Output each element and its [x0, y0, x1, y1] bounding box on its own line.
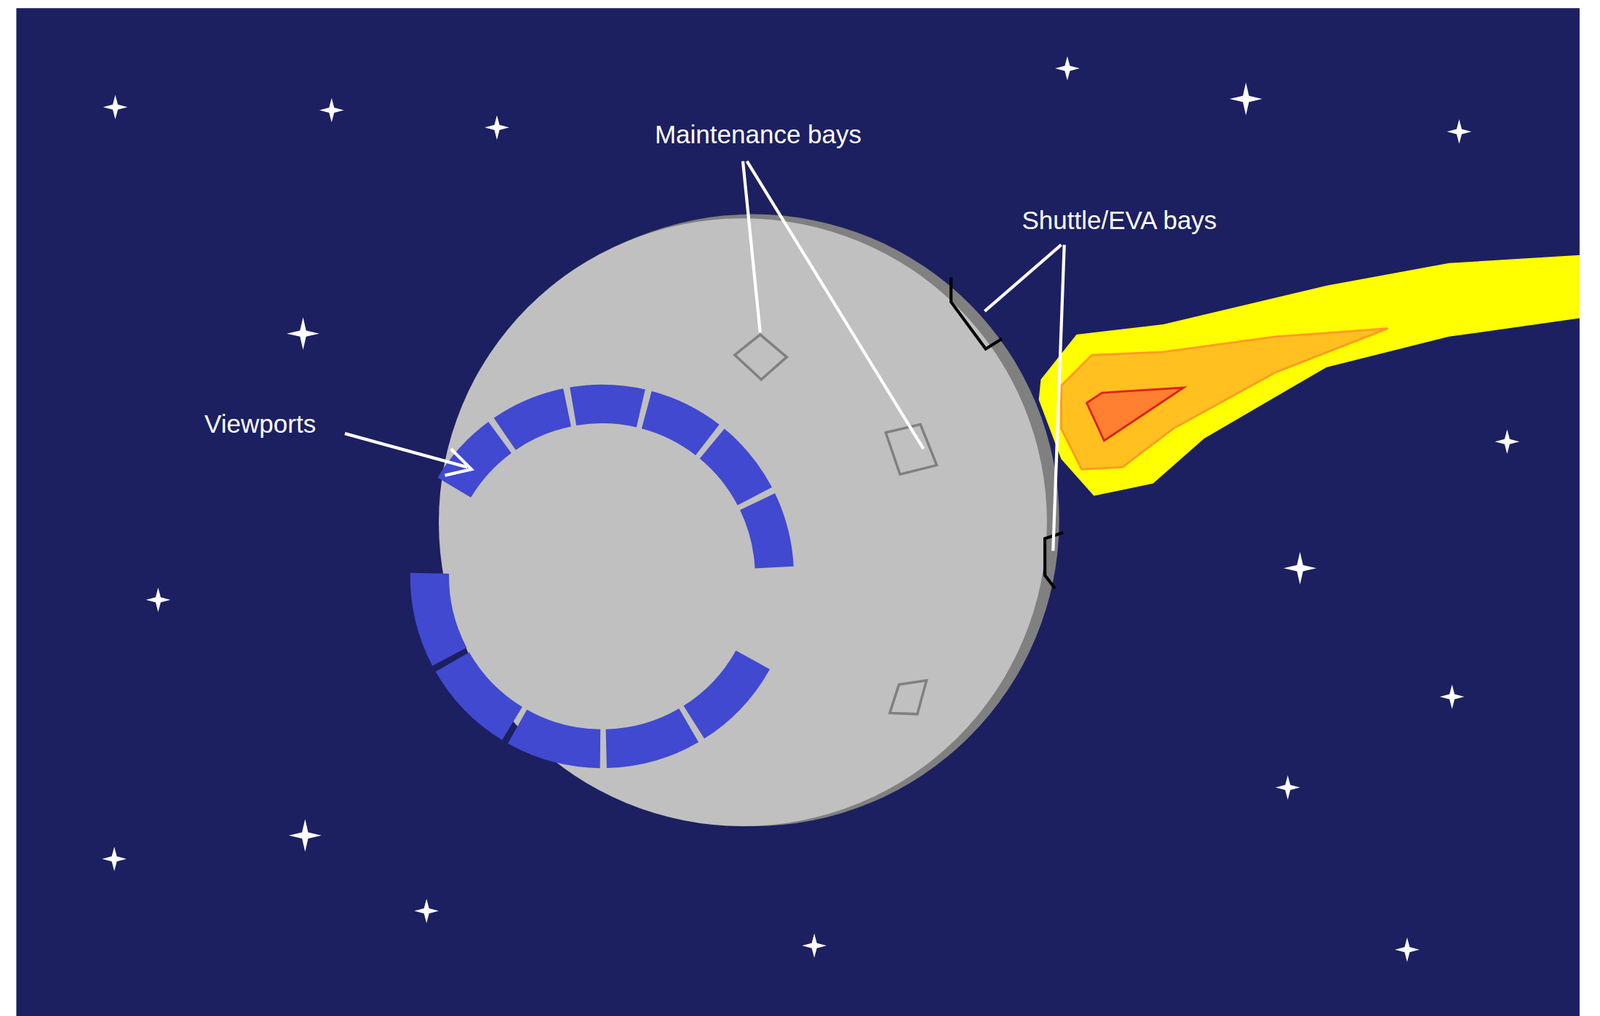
star — [1229, 82, 1263, 116]
viewport — [641, 391, 720, 456]
star — [414, 899, 439, 925]
maintenance-bay — [885, 424, 937, 475]
maintenance-bay — [734, 334, 788, 380]
callout-label: Shuttle/EVA bays — [1022, 205, 1218, 236]
star — [1275, 775, 1301, 801]
leader-line — [747, 161, 925, 450]
exhaust-inner — [1061, 328, 1389, 471]
star — [286, 317, 320, 350]
station-body — [438, 218, 1048, 827]
star — [288, 819, 322, 853]
viewport — [507, 710, 601, 769]
star — [1447, 119, 1472, 145]
leader-line — [742, 161, 761, 334]
shuttle-bay — [950, 277, 1002, 350]
star — [101, 846, 127, 872]
star — [1283, 552, 1317, 585]
exhaust-core — [1087, 387, 1184, 441]
maintenance-bay — [889, 681, 927, 715]
viewport — [683, 650, 771, 739]
star — [1394, 937, 1420, 963]
arrowhead — [444, 448, 471, 476]
star — [103, 94, 129, 120]
star — [801, 933, 827, 959]
viewport — [494, 388, 572, 451]
viewport — [739, 493, 794, 569]
leader-line — [1052, 245, 1064, 552]
leader-arrow — [344, 433, 468, 468]
star — [1495, 429, 1520, 455]
viewport — [437, 422, 511, 498]
viewport — [410, 573, 468, 667]
callout-label: Maintenance bays — [654, 120, 862, 150]
stars — [101, 56, 1520, 963]
viewport — [569, 384, 646, 428]
viewport — [606, 708, 699, 769]
star — [319, 98, 345, 123]
viewport — [435, 652, 523, 741]
space-background — [16, 8, 1580, 1016]
callout-label: Viewports — [204, 409, 316, 439]
star — [1055, 56, 1080, 81]
exhaust-plume — [1039, 255, 1580, 497]
star — [484, 114, 510, 140]
leader-line — [984, 245, 1061, 312]
star — [146, 587, 171, 613]
viewport-ring — [410, 384, 794, 769]
star — [1439, 684, 1465, 710]
viewport — [699, 428, 772, 505]
